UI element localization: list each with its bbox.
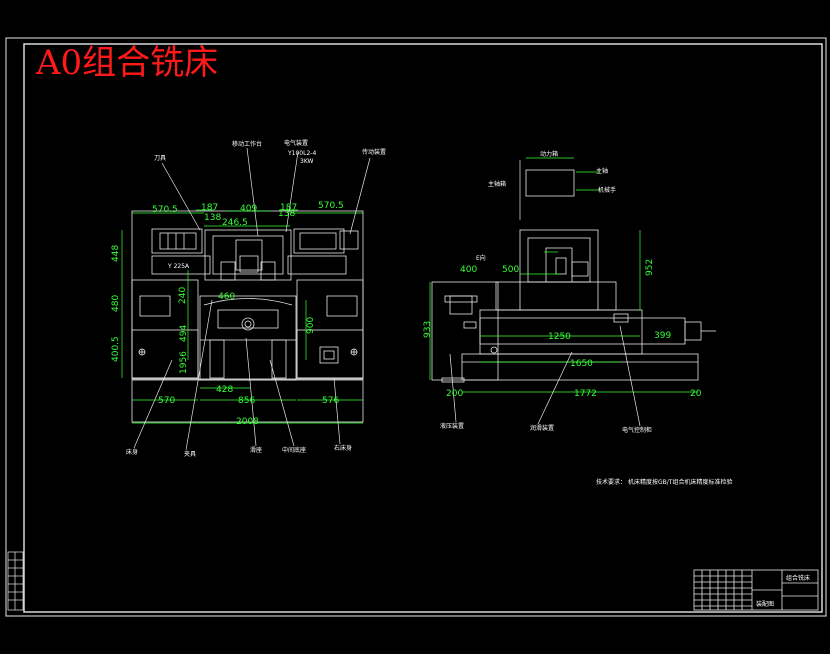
dim-20: 20 bbox=[690, 389, 702, 399]
revision-strip bbox=[7, 551, 24, 611]
label-electric-control: 电气控制柜 bbox=[622, 426, 652, 434]
label-electric: 电气装置 bbox=[284, 139, 308, 147]
dim-1772: 1772 bbox=[574, 389, 597, 399]
dim-494: 494 bbox=[179, 325, 189, 342]
dim-900: 900 bbox=[306, 317, 316, 334]
dim-570-5-right: 570.5 bbox=[318, 201, 344, 211]
label-motor-model: Y100L2-4 bbox=[287, 150, 316, 157]
label-head-right: 机械手 bbox=[598, 186, 616, 194]
label-motor-tag: Y 225A bbox=[167, 263, 190, 270]
title-block bbox=[693, 569, 819, 611]
dim-200: 200 bbox=[446, 389, 463, 399]
label-hydraulic: 液压装置 bbox=[440, 422, 464, 430]
dim-460: 460 bbox=[218, 292, 235, 302]
dim-409: 409 bbox=[240, 204, 257, 214]
dim-240: 240 bbox=[178, 287, 188, 304]
drawing-title: A0组合铣床 bbox=[35, 43, 218, 83]
inner-frame bbox=[23, 43, 823, 613]
dim-399: 399 bbox=[654, 331, 671, 341]
label-motor-power: 3KW bbox=[300, 158, 314, 165]
label-spindle: 主轴 bbox=[596, 167, 608, 175]
dim-187-right: 187 bbox=[280, 203, 297, 213]
label-middle-base: 中间底座 bbox=[282, 446, 306, 454]
dim-138-right: 138 bbox=[278, 209, 295, 219]
dim-480: 480 bbox=[111, 295, 121, 312]
label-head-left: 主轴箱 bbox=[488, 180, 506, 188]
label-drive: 传动装置 bbox=[362, 148, 386, 156]
dim-952: 952 bbox=[645, 259, 655, 276]
front-view bbox=[131, 210, 364, 423]
outer-frame bbox=[5, 37, 827, 617]
label-e-mark: E向 bbox=[476, 254, 486, 262]
dim-570-5-left: 570.5 bbox=[152, 205, 178, 215]
dim-138-left: 138 bbox=[204, 213, 221, 223]
dim-576: 576 bbox=[322, 396, 339, 406]
dim-1650: 1650 bbox=[570, 359, 593, 369]
dim-1956: 1956 bbox=[179, 351, 189, 374]
label-lubrication: 润滑装置 bbox=[530, 424, 554, 432]
dim-570: 570 bbox=[158, 396, 175, 406]
tech-req-label: 技术要求： bbox=[596, 478, 626, 486]
label-top-box: 动力箱 bbox=[540, 150, 558, 158]
dim-933: 933 bbox=[423, 321, 433, 338]
dim-428: 428 bbox=[216, 385, 233, 395]
label-tool-head: 夹具 bbox=[184, 450, 196, 458]
front-leaders bbox=[133, 147, 371, 451]
label-left-bed: 床身 bbox=[126, 448, 138, 456]
label-mobile-table: 移动工作台 bbox=[232, 140, 262, 148]
dim-448: 448 bbox=[111, 245, 121, 262]
label-right-bed: 右床身 bbox=[334, 444, 352, 452]
dim-246-5: 246.5 bbox=[222, 218, 248, 228]
title-block-label-1: 组合铣床 bbox=[786, 574, 810, 582]
side-view bbox=[431, 169, 716, 383]
dim-400-5: 400.5 bbox=[111, 336, 121, 362]
dim-2008: 2008 bbox=[236, 417, 259, 427]
dim-856: 856 bbox=[238, 396, 255, 406]
dim-400: 400 bbox=[460, 265, 477, 275]
title-block-label-2: 装配图 bbox=[756, 600, 774, 608]
front-dim-lines bbox=[121, 209, 363, 424]
tech-req-text: 机床精度按GB/T组合机床精度标准检验 bbox=[628, 478, 732, 486]
dim-187-left: 187 bbox=[201, 203, 218, 213]
dim-500: 500 bbox=[502, 265, 519, 275]
dim-1250: 1250 bbox=[548, 332, 571, 342]
side-leaders bbox=[449, 160, 641, 427]
label-cutter: 刀具 bbox=[154, 155, 166, 162]
label-slide: 滑座 bbox=[250, 446, 262, 454]
side-dim-lines bbox=[429, 157, 698, 393]
